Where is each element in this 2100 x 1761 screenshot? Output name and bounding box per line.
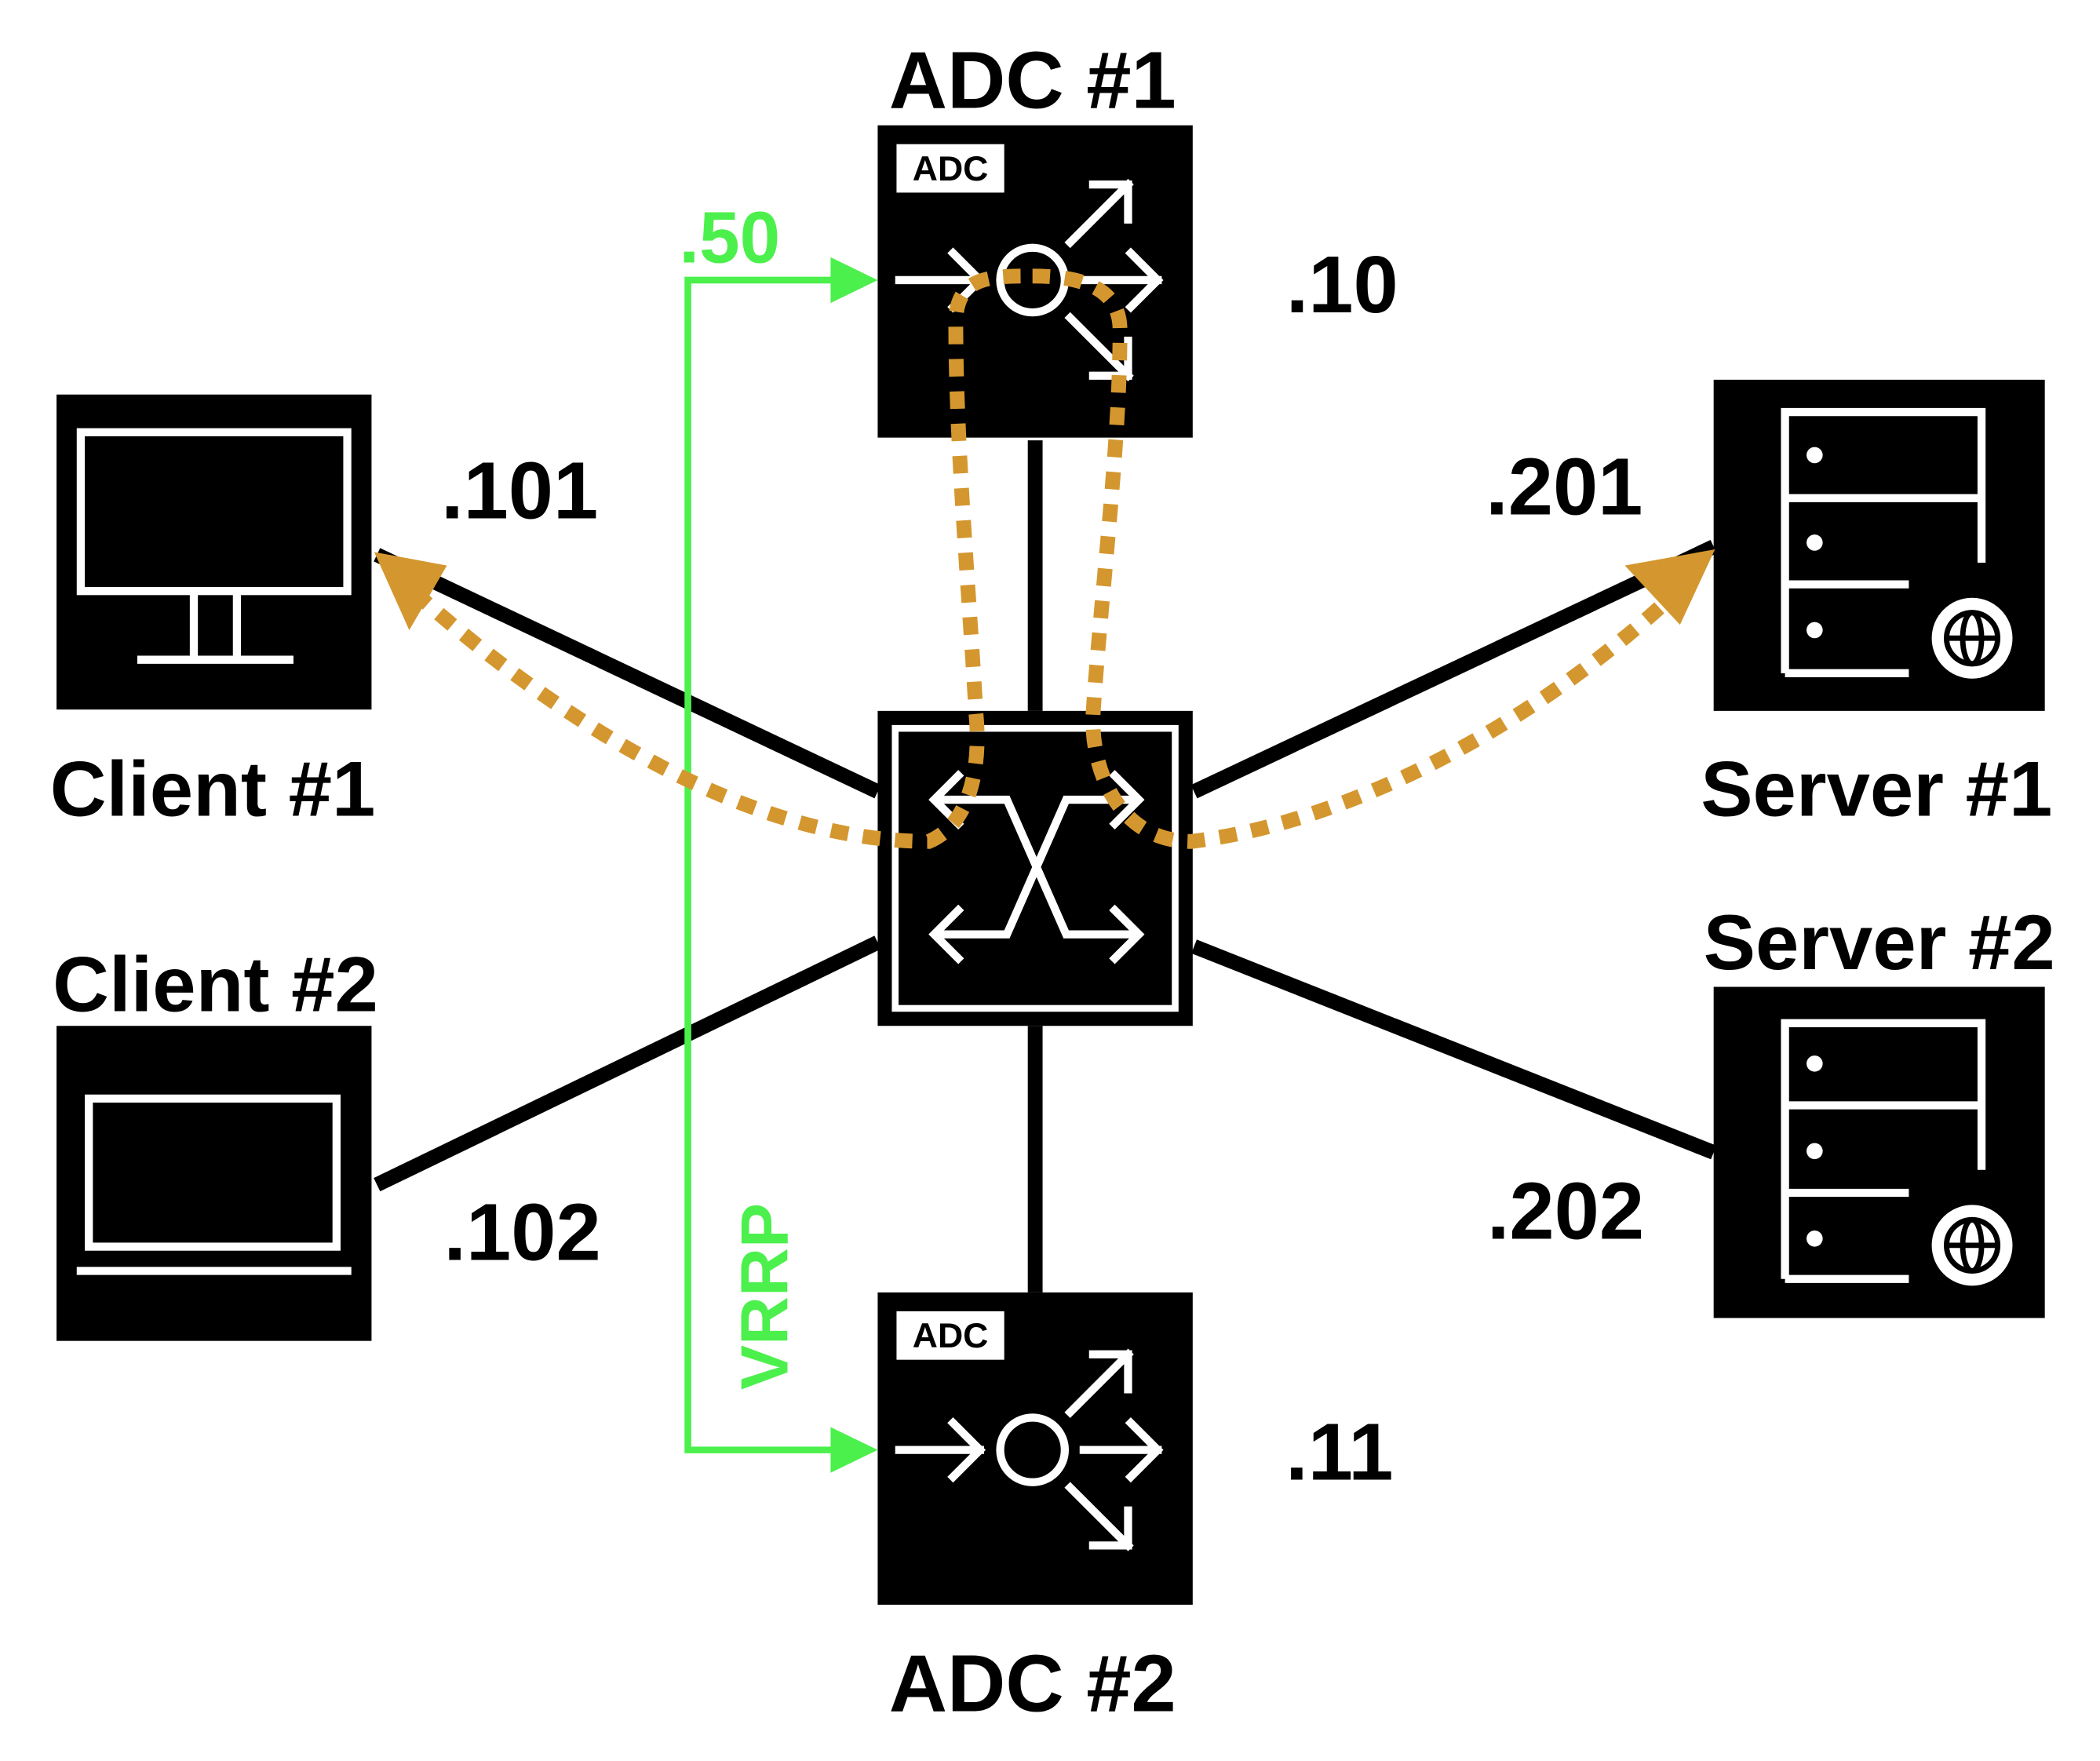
traffic-path-adc-to-server (1032, 268, 1682, 849)
client1-name: Client #1 (50, 746, 376, 833)
adc1-badge-box (896, 144, 1004, 193)
traffic-path-client-to-adc (410, 268, 1033, 849)
server2-name: Server #2 (1704, 899, 2055, 986)
traffic-arrowhead-client1 (374, 552, 447, 630)
link-switch-server2 (1191, 939, 1717, 1160)
client1-ip: .101 (441, 446, 598, 536)
adc2-device (877, 1292, 1193, 1605)
desktop-monitor-icon (76, 428, 352, 664)
server1-name: Server #1 (1701, 746, 2052, 833)
network-switch-icon (928, 770, 1145, 964)
web-server-icon (1781, 407, 2013, 679)
load-balancer-icon (895, 1348, 1164, 1551)
traffic-flow (410, 268, 1682, 849)
globe-icon (1931, 1205, 2013, 1286)
vrrp-arrowhead-adc2 (830, 1427, 878, 1473)
adc2-ip: .11 (1285, 1406, 1393, 1497)
server2-device (1713, 986, 2045, 1318)
vrrp-link (684, 257, 878, 1473)
traffic-arrowhead-server1 (1624, 549, 1715, 625)
client2-name: Client #2 (53, 941, 378, 1028)
vrrp-label: VRRP (727, 1203, 803, 1390)
globe-icon (1931, 597, 2013, 679)
server1-ip: .201 (1486, 441, 1642, 531)
link-switch-client2 (374, 935, 881, 1192)
client1-device (57, 394, 372, 710)
client2-ip: .102 (443, 1187, 600, 1278)
adc1-badge: ADC (913, 150, 989, 188)
adc2-badge: ADC (913, 1317, 989, 1355)
link-switch-server1 (1190, 540, 1717, 799)
server2-ip: .202 (1487, 1165, 1644, 1256)
laptop-icon (76, 1094, 352, 1275)
vrrp-vip: .50 (679, 197, 780, 279)
switch-device (877, 710, 1193, 1026)
adc1-ip: .10 (1286, 239, 1398, 330)
adc1-name: ADC #1 (889, 35, 1176, 125)
adc2-name: ADC #2 (889, 1638, 1176, 1728)
server1-device (1713, 379, 2045, 711)
links (374, 440, 1717, 1292)
link-switch-client1 (374, 548, 881, 799)
adc2-badge-box (896, 1311, 1004, 1360)
vrrp-arrowhead-adc1 (830, 257, 878, 304)
web-server-icon (1781, 1019, 2013, 1286)
client2-device (57, 1026, 372, 1341)
